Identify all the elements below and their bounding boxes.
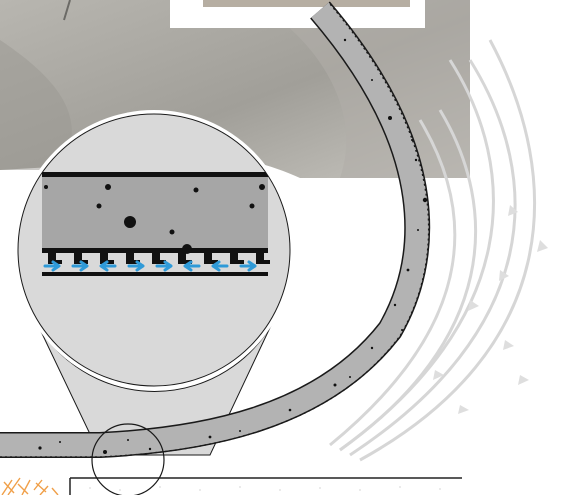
orange-texture: [2, 478, 58, 495]
cross-section-body: [42, 177, 268, 250]
photo-inset-frame: [170, 0, 425, 28]
panel-dots: [89, 486, 441, 491]
cross-section-top-line: [42, 172, 268, 177]
wave-arrowhead: [458, 405, 469, 414]
wave-arrowhead: [537, 240, 548, 252]
cross-section-bottom-line: [42, 272, 268, 276]
magnifier-circle: [14, 110, 294, 390]
tread-base: [42, 248, 268, 253]
wave-arrowhead: [503, 340, 514, 350]
bottom-panel: [70, 478, 462, 495]
wave-arrowhead: [518, 375, 529, 385]
tread-particle: [182, 244, 192, 254]
